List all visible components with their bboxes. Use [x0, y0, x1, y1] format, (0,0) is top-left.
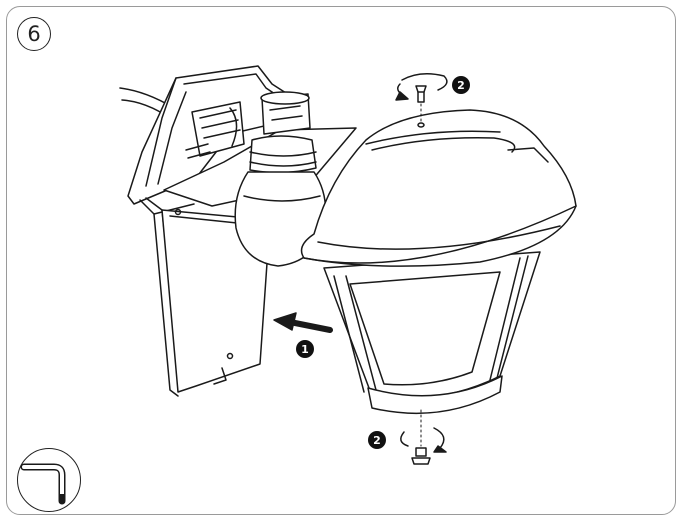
rotate-arrow-icon [400, 427, 447, 453]
callout-2-top: 2 [452, 76, 470, 94]
step-number-badge: 6 [17, 17, 51, 51]
bottom-screw [411, 409, 431, 465]
rotate-arrow-icon [395, 73, 448, 101]
terminal-block [185, 101, 245, 159]
svg-text:2: 2 [457, 79, 465, 92]
tool-indicator [17, 448, 81, 512]
page-frame [6, 6, 676, 515]
svg-text:2: 2 [373, 434, 381, 447]
lantern-shade [300, 109, 577, 415]
callout-1: 1 [296, 340, 314, 358]
svg-text:1: 1 [301, 343, 309, 356]
push-arrow-icon [273, 312, 333, 333]
callout-2-bottom: 2 [368, 431, 386, 449]
bulb-socket [249, 91, 317, 174]
top-screw [415, 85, 427, 125]
allen-key-icon [20, 463, 66, 505]
